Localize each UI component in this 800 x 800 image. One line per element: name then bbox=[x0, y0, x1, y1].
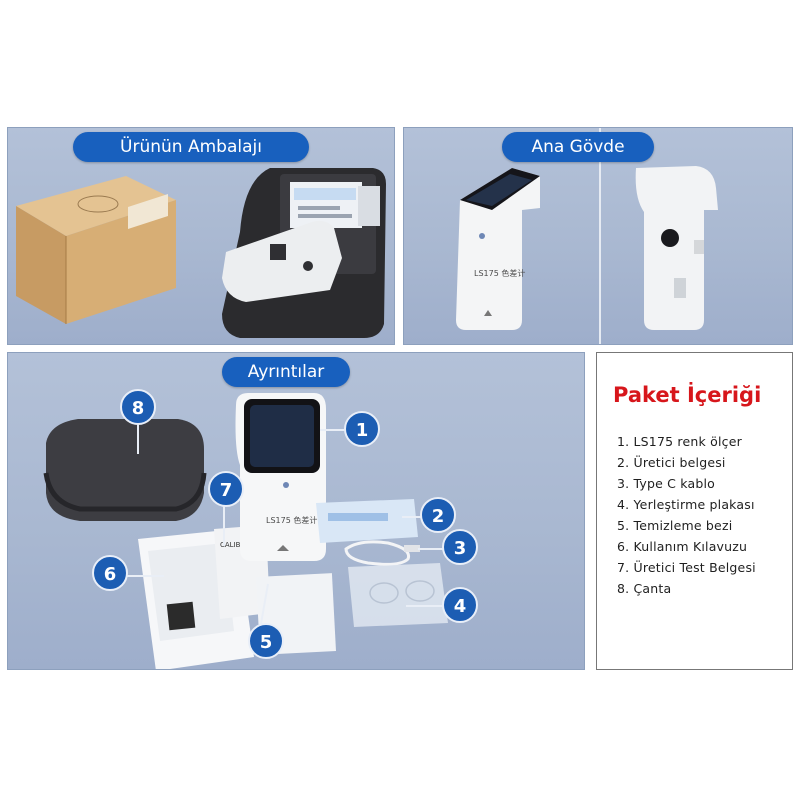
details-photo: CALIBRATION LS175 色差计 bbox=[43, 393, 448, 669]
list-item: 3. Type C kablo bbox=[617, 476, 716, 491]
leader-line-7 bbox=[223, 506, 225, 546]
package-contents-panel: Paket İçeriği 1. LS175 renk ölçer 2. Üre… bbox=[596, 352, 793, 670]
leader-line-3 bbox=[418, 548, 448, 550]
list-item: 1. LS175 renk ölçer bbox=[617, 434, 742, 449]
packaging-photo bbox=[16, 168, 386, 338]
package-contents-list: 1. LS175 renk ölçer 2. Üretici belgesi 3… bbox=[617, 431, 756, 599]
list-item: 6. Kullanım Kılavuzu bbox=[617, 539, 748, 554]
front-model-text: LS175 色差计 bbox=[474, 268, 525, 278]
main-body-photo: LS175 色差计 bbox=[456, 166, 718, 330]
main-body-title: Ana Gövde bbox=[502, 132, 654, 162]
callout-2: 2 bbox=[420, 497, 456, 533]
details-panel: Ayrıntılar CALIBRATION LS175 色差计 bbox=[7, 352, 585, 670]
list-item: 7. Üretici Test Belgesi bbox=[617, 560, 756, 575]
callout-1: 1 bbox=[344, 411, 380, 447]
list-item: 2. Üretici belgesi bbox=[617, 455, 726, 470]
callout-8: 8 bbox=[120, 389, 156, 425]
callout-7: 7 bbox=[208, 471, 244, 507]
list-item: 4. Yerleştirme plakası bbox=[617, 497, 755, 512]
callout-4: 4 bbox=[442, 587, 478, 623]
callout-6: 6 bbox=[92, 555, 128, 591]
main-body-panel: Ana Gövde LS175 色差计 bbox=[403, 127, 793, 345]
leader-line-6 bbox=[124, 575, 164, 577]
callout-5: 5 bbox=[248, 623, 284, 659]
list-item: 5. Temizleme bezi bbox=[617, 518, 733, 533]
leader-line-4 bbox=[406, 605, 446, 607]
leader-line-8 bbox=[137, 424, 139, 454]
leader-line-1 bbox=[320, 429, 352, 431]
packaging-title: Ürünün Ambalajı bbox=[73, 132, 309, 162]
callout-3: 3 bbox=[442, 529, 478, 565]
package-contents-title: Paket İçeriği bbox=[613, 383, 762, 407]
list-item: 8. Çanta bbox=[617, 581, 672, 596]
leader-line-2 bbox=[402, 516, 426, 518]
details-model-text: LS175 色差计 bbox=[266, 515, 317, 525]
packaging-panel: Ürünün Ambalajı bbox=[7, 127, 395, 345]
details-title: Ayrıntılar bbox=[222, 357, 350, 387]
panel-divider bbox=[599, 128, 601, 344]
